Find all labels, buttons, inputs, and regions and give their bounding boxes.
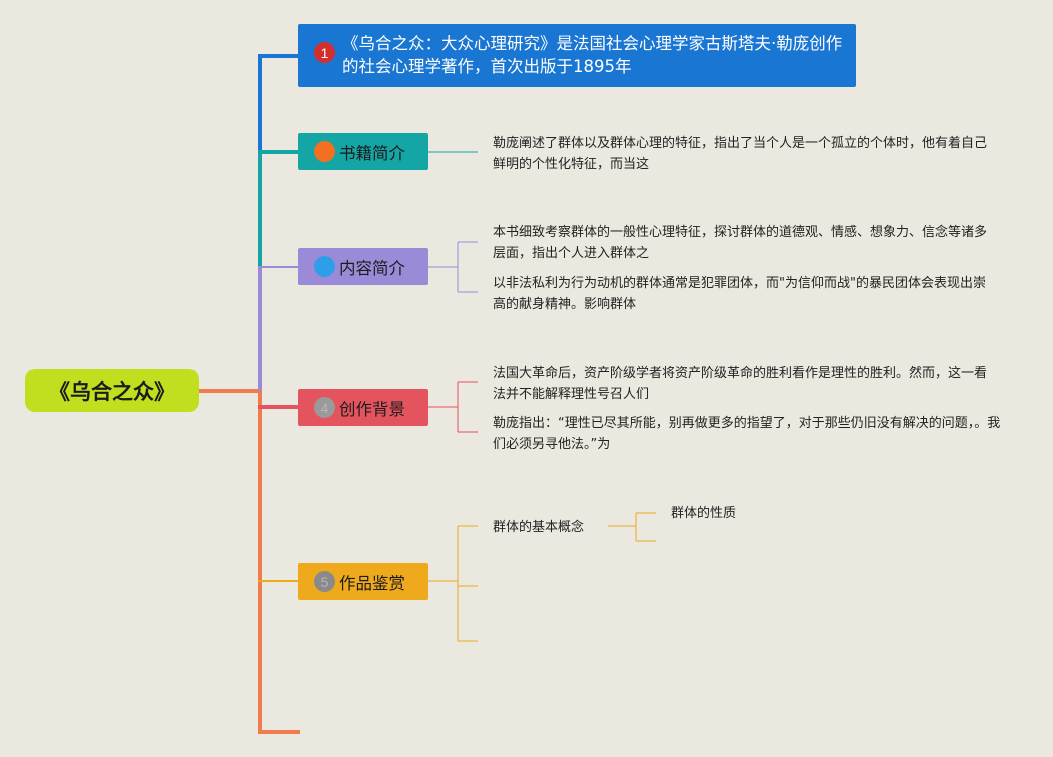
sub-note-bracket	[608, 512, 656, 542]
topic-appreciation[interactable]: 5 作品鉴赏	[298, 563, 428, 600]
note-group-nature[interactable]: 群体的性质	[671, 506, 737, 521]
number-2-badge: 2	[314, 141, 335, 162]
number-4-badge: 4	[314, 397, 335, 418]
root-topic[interactable]: 《乌合之众》	[25, 369, 199, 412]
note-background-1[interactable]: 法国大革命后，资产阶级学者将资产阶级革命的胜利看作是理性的胜利。然而，这一看法并…	[493, 366, 988, 402]
topic-content-intro[interactable]: 3 内容简介	[298, 248, 428, 285]
topic-5-label: 作品鉴赏	[339, 573, 405, 593]
note-content-intro-1[interactable]: 本书细致考察群体的一般性心理特征，探讨群体的道德观、情感、想象力、信念等诸多层面…	[493, 225, 988, 261]
topic-book-summary[interactable]: 1 《乌合之众：大众心理研究》是法国社会心理学家古斯塔夫·勒庞创作的社会心理学著…	[298, 24, 856, 87]
note-basic-concept[interactable]: 群体的基本概念	[493, 520, 585, 535]
number-1-badge: 1	[314, 42, 335, 63]
note-book-intro[interactable]: 勒庞阐述了群体以及群体心理的特征，指出了当个人是一个孤立的个体时，他有着自己鲜明…	[493, 136, 988, 172]
topic-2-label: 书籍简介	[339, 143, 405, 163]
note-background-2[interactable]: 勒庞指出：“理性已尽其所能，别再做更多的指望了，对于那些仍旧没有解决的问题，。我…	[493, 416, 1001, 452]
root-title: 《乌合之众》	[49, 379, 175, 404]
number-5-badge: 5	[314, 571, 335, 592]
branch4-note-bracket	[428, 381, 478, 433]
topic-4-label: 创作背景	[339, 399, 405, 419]
branch3-note-bracket	[428, 241, 478, 293]
note-content-intro-2[interactable]: 以非法私利为行为动机的群体通常是犯罪团体，而"为信仰而战"的暴民团体会表现出崇高…	[493, 276, 986, 312]
topic-3-label: 内容简介	[339, 258, 405, 278]
branch5-note-bracket	[428, 525, 478, 642]
number-3-badge: 3	[314, 256, 335, 277]
topic-book-intro[interactable]: 2 书籍简介	[298, 133, 428, 170]
topic-background[interactable]: 4 创作背景	[298, 389, 428, 426]
topic-1-label: 《乌合之众：大众心理研究》是法国社会心理学家古斯塔夫·勒庞创作的社会心理学著作，…	[342, 34, 843, 76]
